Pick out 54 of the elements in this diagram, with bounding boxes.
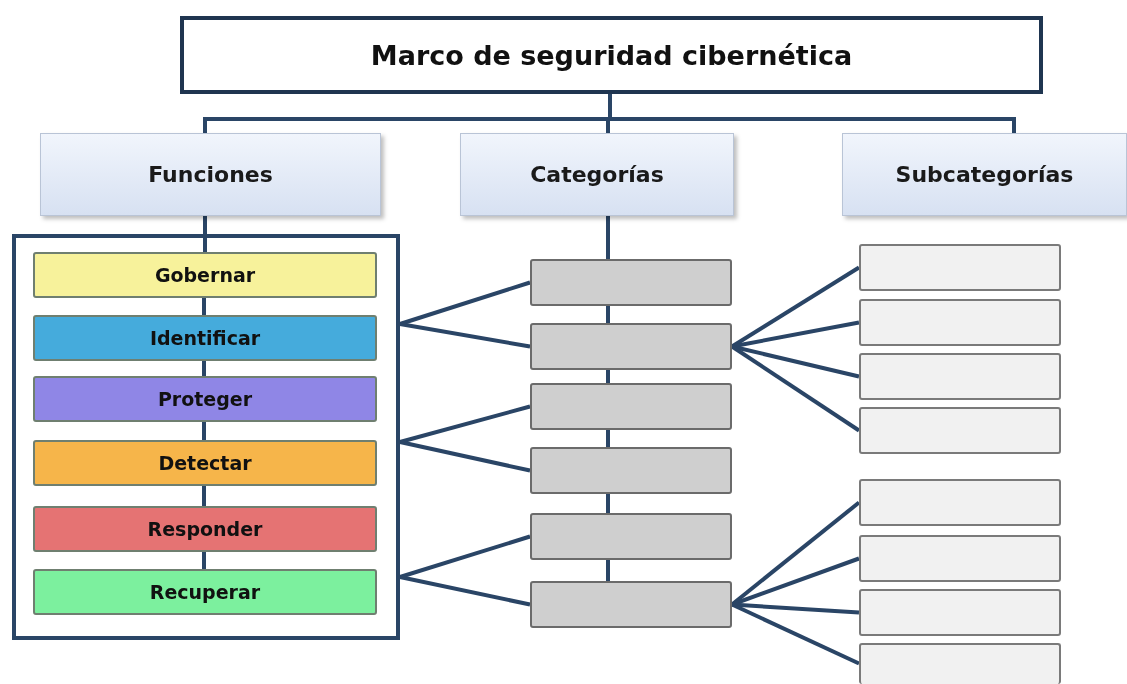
empty-box [859, 589, 1061, 636]
connector-line [606, 560, 610, 581]
function-label: Identificar [149, 327, 261, 349]
connector-line [202, 486, 206, 506]
function-label: Recuperar [149, 581, 261, 603]
function-box [33, 569, 377, 615]
connector-line [608, 94, 1016, 133]
function-label: Gobernar [154, 264, 256, 286]
header-box [40, 133, 381, 216]
empty-box [530, 581, 732, 628]
function-label: Proteger [157, 388, 253, 410]
connector-line [606, 370, 610, 383]
title-box [180, 16, 1043, 94]
empty-box [859, 353, 1061, 400]
empty-box [530, 447, 732, 494]
empty-box [859, 244, 1061, 291]
header-box [842, 133, 1127, 216]
connector-line [399, 440, 531, 473]
function-box [33, 440, 377, 486]
function-label: Responder [147, 518, 263, 540]
header-box [460, 133, 734, 216]
group-frame [12, 234, 400, 640]
empty-box [530, 323, 732, 370]
connector-line [399, 575, 531, 607]
connector-line [202, 422, 206, 440]
header-text: Categorías [530, 162, 664, 187]
connector-line [203, 216, 207, 252]
connector-line [606, 216, 610, 259]
empty-box [530, 259, 732, 306]
connector-line [202, 298, 206, 315]
function-box [33, 376, 377, 422]
empty-box [859, 535, 1061, 582]
title-text: Marco de seguridad cibernética [370, 39, 853, 71]
empty-box [859, 299, 1061, 346]
function-box [33, 315, 377, 361]
empty-box [859, 643, 1061, 684]
connector-line [399, 322, 531, 349]
connector-line [399, 404, 531, 444]
empty-box [530, 383, 732, 430]
empty-box [859, 407, 1061, 454]
header-text: Funciones [148, 162, 273, 187]
header-text: Subcategorías [895, 162, 1074, 187]
connector-line [202, 552, 206, 569]
connector-line [606, 494, 610, 513]
connector-line [399, 534, 531, 579]
empty-box [530, 513, 732, 560]
function-box [33, 252, 377, 298]
connector-line [606, 306, 610, 323]
connector-line [399, 280, 531, 326]
empty-box [859, 479, 1061, 526]
connector-line [606, 430, 610, 447]
function-label: Detectar [158, 452, 252, 474]
connector-line [202, 361, 206, 376]
function-box [33, 506, 377, 552]
